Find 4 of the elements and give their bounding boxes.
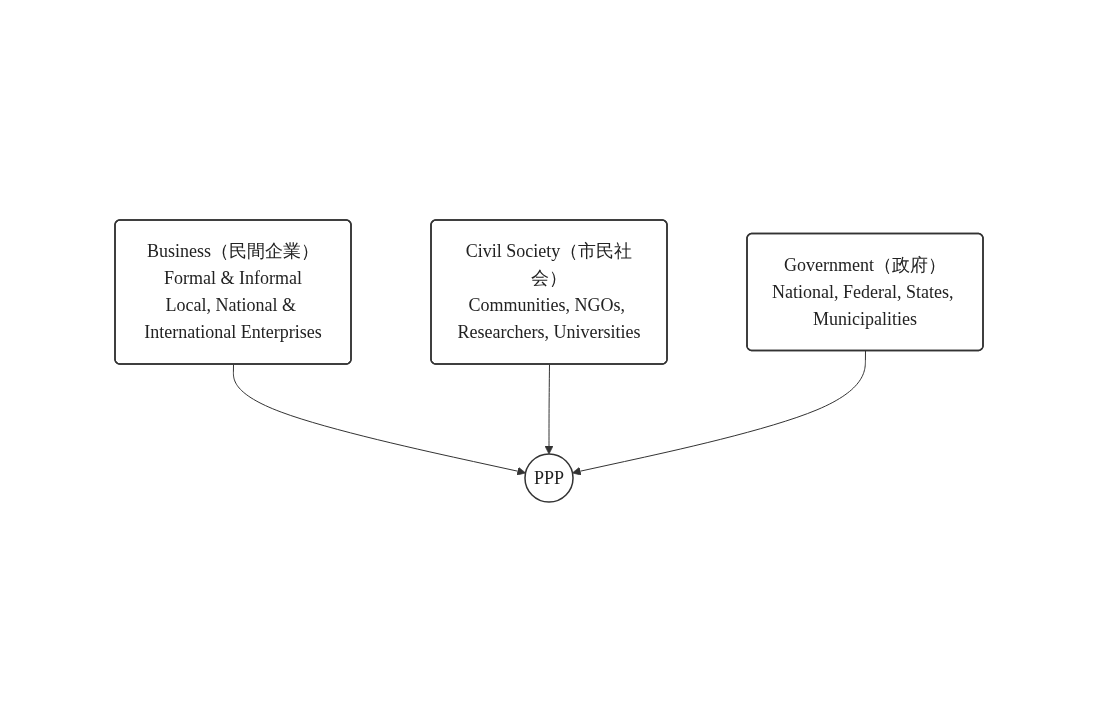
arrow [232, 363, 526, 476]
node-circle: PPP [524, 453, 574, 503]
arrow [544, 363, 554, 455]
arrow [572, 350, 866, 476]
